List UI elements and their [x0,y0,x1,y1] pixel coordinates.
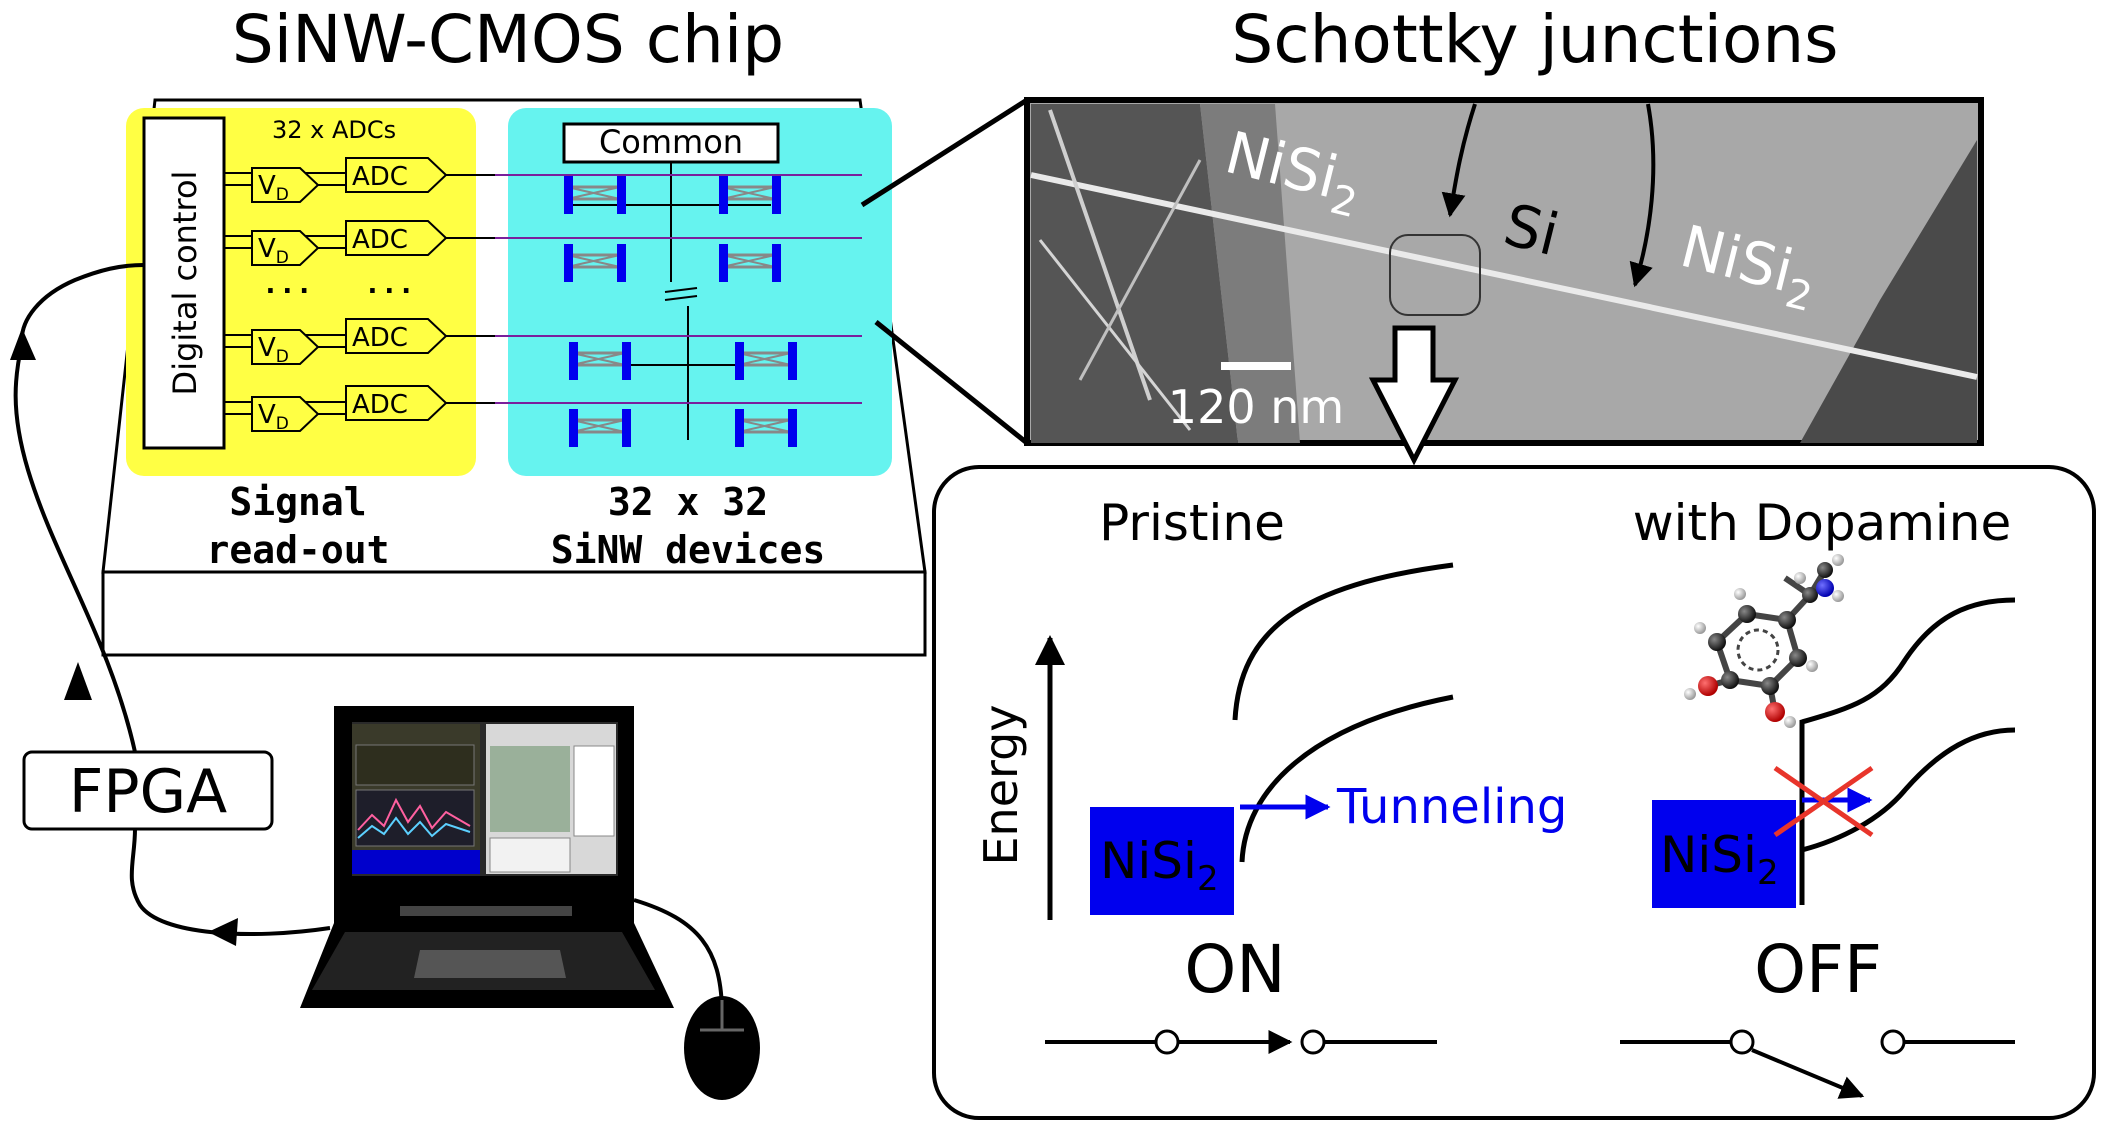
loop-arrowhead [10,328,36,360]
svg-text:VD: VD [258,234,289,268]
adc-row: VD ADC [224,220,495,268]
adc-label: ADC [352,162,408,192]
mouse-cable [633,898,724,1009]
valence-band-dopamine [1801,727,2016,853]
energy-label: Energy [974,704,1028,865]
sinw-device [569,342,631,380]
tunneling-label: Tunneling [1336,779,1567,835]
sinw-device [735,409,797,447]
sinw-device [569,409,631,447]
nisi2-metal-dopamine [1652,800,1796,908]
dopamine-label: with Dopamine [1633,494,2012,552]
adc-row: VD ADC [224,157,495,205]
svg-text:NiSi2: NiSi2 [1660,826,1779,893]
pristine-label: Pristine [1099,494,1285,552]
vd-subscript: D [276,347,289,367]
dopamine-molecule-icon [1684,554,1844,728]
laptop-icon [300,706,674,1008]
nisi2-metal-label: NiSi [1100,832,1197,890]
nisi2-metal-subscript: 2 [1197,859,1219,899]
valence-band-pristine [1239,694,1454,863]
svg-text:NiSi2: NiSi2 [1100,832,1219,899]
mouse-icon [684,996,760,1100]
scale-bar-label: 120 nm [1168,380,1344,434]
adc-label: ADC [352,390,408,420]
vd-subscript: D [276,414,289,434]
vd-subscript: D [276,185,289,205]
loop-arrow [13,342,137,753]
switch-off-icon [1620,1029,2015,1099]
switch-on-icon [1045,1029,1437,1055]
sinw-device [564,176,626,214]
common-label: Common [599,123,743,161]
digital-control-block: Digital control [142,116,226,450]
band-panel [932,465,2096,1120]
loop-arrow [129,828,331,937]
svg-text:VD: VD [258,400,289,434]
device-wires [495,174,862,404]
nisi2-metal-pristine [1090,807,1234,915]
devices-label-2: SiNW devices [551,528,826,572]
ellipsis: ... [262,267,313,300]
nisi2-metal-subscript: 2 [1757,853,1779,893]
fpga-label: FPGA [69,757,227,827]
sinw-device [564,244,626,282]
sem-micrograph: 120 nm NiSi2 Si NiSi2 [1024,97,1984,446]
vd-label: V [258,333,276,363]
adc-row: VD ADC [224,318,495,367]
nisi2-metal-label: NiSi [1660,826,1757,884]
chip-title: SiNW-CMOS chip [232,1,784,78]
devices-label-1: 32 x 32 [608,480,768,524]
zoom-line [860,97,1029,208]
vd-label: V [258,171,276,201]
svg-text:NiSi2: NiSi2 [1217,118,1370,227]
vd-label: V [258,400,276,430]
vd-subscript: D [276,248,289,268]
digital-control-label: Digital control [166,171,204,396]
off-label: OFF [1754,931,1882,1008]
ellipsis: ... [364,267,415,300]
junction-arrow [1629,103,1656,288]
on-label: ON [1184,931,1285,1008]
fpga-box [22,750,274,831]
junction-arrow [1441,103,1477,218]
adc-label: ADC [352,323,408,353]
adc-label: ADC [352,225,408,255]
cross-icon [1773,765,1874,838]
loop-arrow [19,263,145,344]
svg-text:VD: VD [258,171,289,205]
common-label-box [562,122,780,164]
adc-count-label: 32 x ADCs [272,116,396,144]
sinw-device [735,342,797,380]
hollow-down-arrow [1368,325,1460,466]
loop-arrowhead [64,662,92,700]
signal-readout-label-2: read-out [206,528,389,572]
zoom-line [874,320,1029,445]
junctions-title: Schottky junctions [1231,1,1838,78]
adc-row: VD ADC [224,385,495,434]
conduction-band-dopamine [1799,597,2016,905]
loop-arrowhead [208,918,238,946]
sinw-device [719,244,781,282]
sinw-device [719,176,781,214]
svg-text:VD: VD [258,333,289,367]
signal-readout-label-1: Signal [229,480,366,524]
vd-label: V [258,234,276,264]
conduction-band-pristine [1232,562,1454,721]
